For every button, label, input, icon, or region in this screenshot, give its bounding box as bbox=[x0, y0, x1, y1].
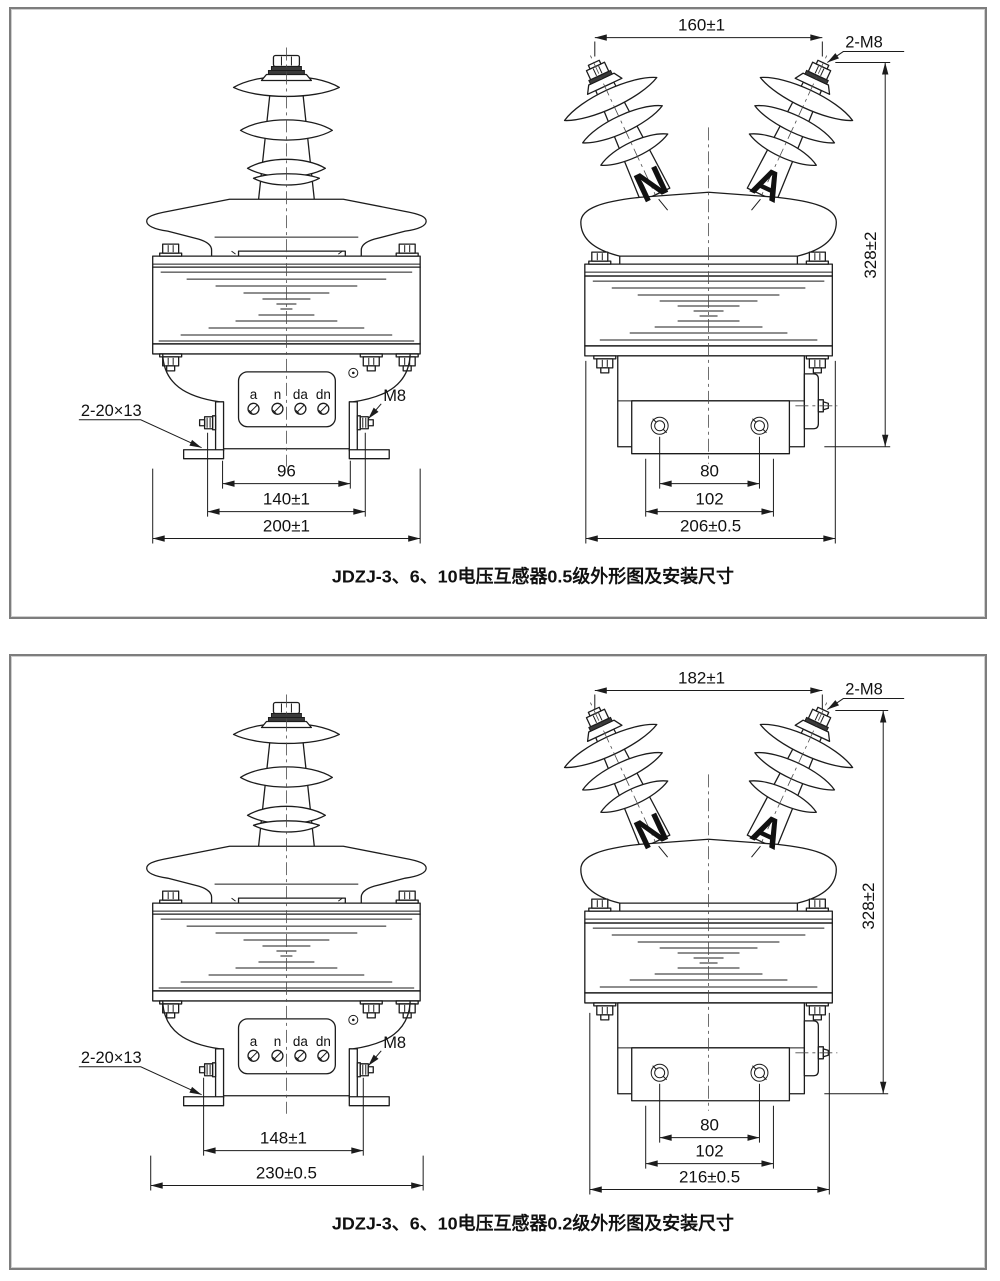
dim-side-top: 160±1 bbox=[678, 16, 725, 35]
dim-side-bolts: 80 bbox=[700, 1116, 719, 1135]
front-view bbox=[79, 695, 426, 1114]
side-view bbox=[544, 681, 904, 1111]
panel2-front-dimensions: 148±1 230±0.5 bbox=[150, 1077, 424, 1191]
front-view bbox=[79, 48, 426, 467]
dim-front-inner: 96 bbox=[277, 462, 296, 481]
panel2-side-dimensions: 182±1 328±2 80 102 216±0.5 bbox=[589, 669, 889, 1195]
dim-side-outer: 206±0.5 bbox=[680, 517, 741, 536]
dim-side-bolts: 80 bbox=[700, 462, 719, 481]
panel1-side-dimensions: 160±1 328±2 80 102 206±0.5 bbox=[585, 16, 891, 544]
dim-front-outer: 200±1 bbox=[263, 517, 310, 536]
dim-side-base: 102 bbox=[695, 490, 723, 509]
side-view bbox=[544, 34, 904, 464]
panel1-front-dimensions: 96 140±1 200±1 bbox=[152, 432, 421, 544]
drawing-class-0p5: 96 140±1 200±1 160±1 328±2 80 bbox=[11, 16, 985, 586]
drawing-class-0p2: 148±1 230±0.5 182±1 328±2 80 102 bbox=[11, 669, 985, 1233]
dim-side-outer: 216±0.5 bbox=[679, 1168, 740, 1187]
dim-side-base: 102 bbox=[695, 1142, 723, 1161]
panel-class-0p5: 96 140±1 200±1 160±1 328±2 80 bbox=[9, 7, 987, 619]
dim-side-top: 182±1 bbox=[678, 669, 725, 688]
dim-front-mid: 148±1 bbox=[260, 1129, 307, 1148]
dim-front-outer: 230±0.5 bbox=[256, 1164, 317, 1183]
panel-class-0p2: 148±1 230±0.5 182±1 328±2 80 102 bbox=[9, 654, 987, 1270]
dim-front-mid: 140±1 bbox=[263, 490, 310, 509]
dim-side-height: 328±2 bbox=[861, 232, 880, 279]
panel1-caption: JDZJ-3、6、10电压互感器0.5级外形图及安装尺寸 bbox=[332, 565, 734, 586]
dim-side-height: 328±2 bbox=[859, 883, 878, 930]
panel2-caption: JDZJ-3、6、10电压互感器0.2级外形图及安装尺寸 bbox=[332, 1212, 734, 1233]
